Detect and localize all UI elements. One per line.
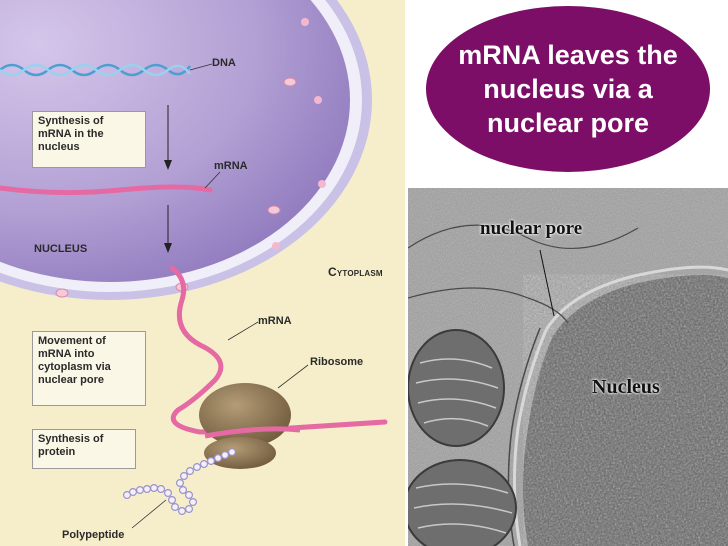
electron-micrograph: nuclear pore Nucleus [408,188,728,546]
title-oval: mRNA leaves the nucleus via a nuclear po… [426,6,710,172]
mrna-label-nucleus: mRNA [214,160,248,172]
slide-title: mRNA leaves the nucleus via a nuclear po… [458,40,678,138]
nuclear-pore-label: nuclear pore [480,218,583,239]
diagram-panel: DNA mRNA NUCLEUS Cytoplasm mRNA Ribosome… [0,0,405,546]
mrna-nuclear [0,184,213,196]
nuclear-pore [55,288,69,298]
ribosome-small-subunit [204,437,276,469]
nucleus-label: NUCLEUS [34,243,88,255]
micrograph-image [408,188,728,546]
step-box-mrna-synthesis: Synthesis of mRNA in the nucleus [32,111,146,168]
ribosome-label: Ribosome [310,356,364,368]
nuclear-pore [283,77,297,87]
polypeptide-label: Polypeptide [62,529,125,541]
mitochondrion [408,329,505,447]
nucleus-body [0,0,350,282]
mrna-label-cytoplasm: mRNA [258,315,292,327]
step-box-protein-synthesis: Synthesis of protein [32,429,136,469]
micrograph-nucleus-label: Nucleus [592,376,660,398]
diagram-illustration [0,0,388,529]
dna-label: DNA [212,57,236,69]
step-box-mrna-movement: Movement of mRNA into cytoplasm via nucl… [32,331,146,406]
nuclear-pore [267,205,281,215]
polypeptide-chain [122,448,237,516]
cytoplasm-label: Cytoplasm [328,265,383,279]
